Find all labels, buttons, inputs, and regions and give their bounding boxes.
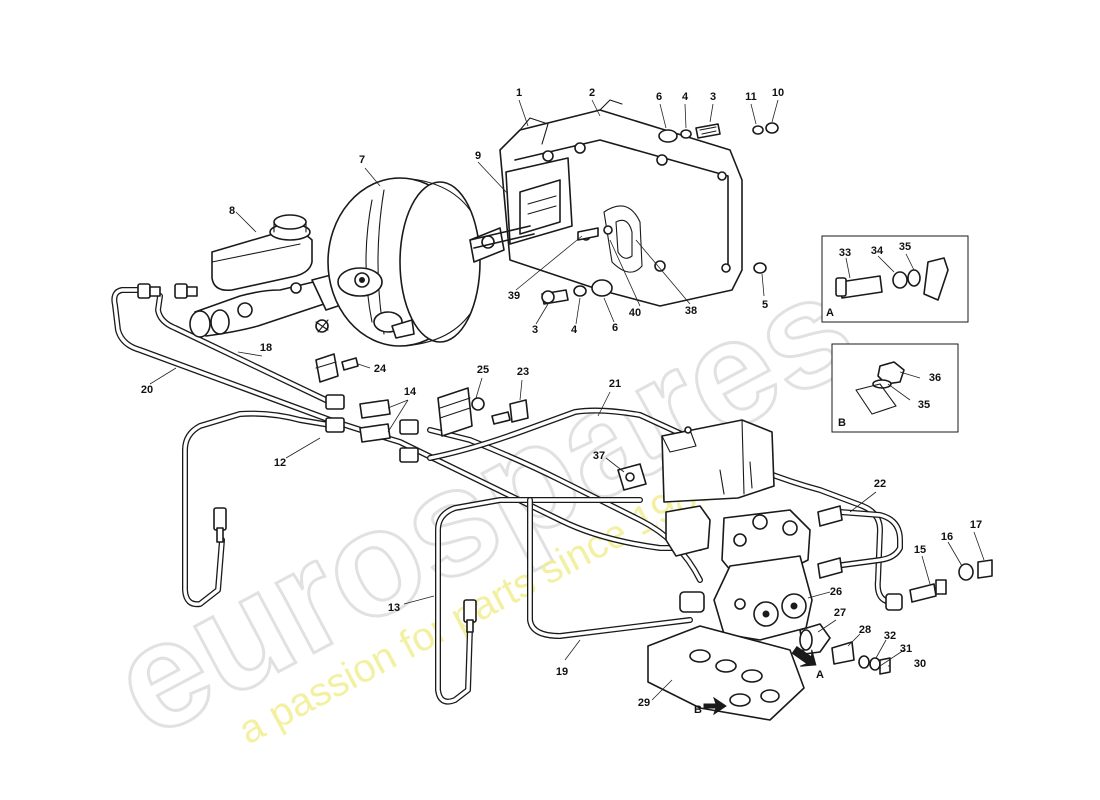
brake-pipes	[111, 287, 903, 705]
callout-18: 18	[260, 342, 272, 354]
callout-26: 26	[830, 586, 842, 598]
flexible-hose-right	[463, 599, 477, 633]
callout-19: 19	[556, 666, 568, 678]
callout-28: 28	[859, 624, 871, 636]
callout-6-bottom: 6	[612, 322, 618, 334]
callout-11: 11	[745, 91, 757, 103]
modulator-fittings	[799, 505, 993, 675]
callout-27: 27	[834, 607, 846, 619]
callout-14: 14	[404, 386, 417, 398]
callout-8: 8	[229, 205, 235, 217]
detail-box-a-label: A	[826, 307, 834, 319]
callout-15: 15	[914, 544, 926, 556]
callout-36: 36	[929, 372, 941, 384]
callout-1: 1	[516, 87, 522, 99]
callout-30: 30	[914, 658, 926, 670]
callout-23: 23	[517, 366, 529, 378]
mc-fittings	[137, 283, 198, 299]
top-fasteners	[541, 122, 779, 305]
callout-4-bottom: 4	[571, 324, 578, 336]
callout-20: 20	[141, 384, 153, 396]
callout-34: 34	[871, 245, 884, 257]
callout-10: 10	[772, 87, 784, 99]
brake-servo	[327, 177, 505, 347]
callout-37: 37	[593, 450, 605, 462]
pipe-unions	[325, 394, 419, 463]
abs-modulator	[647, 419, 813, 721]
callouts: 1 2 6 4 3 11 10 9 7 8 39 40 38 5 3 4 6 1…	[141, 87, 982, 709]
callout-31: 31	[900, 643, 912, 655]
arrow-b: B	[694, 696, 727, 716]
callout-6-top: 6	[656, 91, 662, 103]
callout-5: 5	[762, 299, 768, 311]
arrow-b-label: B	[694, 704, 702, 716]
arrow-a-label: A	[816, 669, 824, 681]
callout-29: 29	[638, 697, 650, 709]
detail-box-b: B	[831, 343, 959, 433]
master-cylinder	[189, 214, 357, 338]
callout-16: 16	[941, 531, 953, 543]
callout-24: 24	[374, 363, 387, 375]
callout-4-top: 4	[682, 91, 689, 103]
callout-12: 12	[274, 457, 286, 469]
callout-3-top: 3	[710, 91, 716, 103]
detail-box-a: A	[821, 235, 969, 323]
flexible-hose-left	[213, 507, 227, 543]
callout-3-bottom: 3	[532, 324, 538, 336]
callout-13: 13	[388, 602, 400, 614]
callout-35-b: 35	[918, 399, 930, 411]
callout-32: 32	[884, 630, 896, 642]
callout-22: 22	[874, 478, 886, 490]
callout-33: 33	[839, 247, 851, 259]
callout-38: 38	[685, 305, 697, 317]
pipe-clips	[315, 353, 647, 491]
callout-2: 2	[589, 87, 595, 99]
detail-box-b-label: B	[838, 417, 846, 429]
callout-21: 21	[609, 378, 621, 390]
callout-25: 25	[477, 364, 489, 376]
callout-7: 7	[359, 154, 365, 166]
callout-9: 9	[475, 150, 481, 162]
callout-40: 40	[629, 307, 641, 319]
callout-39: 39	[508, 290, 520, 302]
arrow-a: A	[791, 645, 824, 681]
callout-35-a: 35	[899, 241, 911, 253]
leader-lines	[149, 99, 985, 701]
callout-17: 17	[970, 519, 982, 531]
